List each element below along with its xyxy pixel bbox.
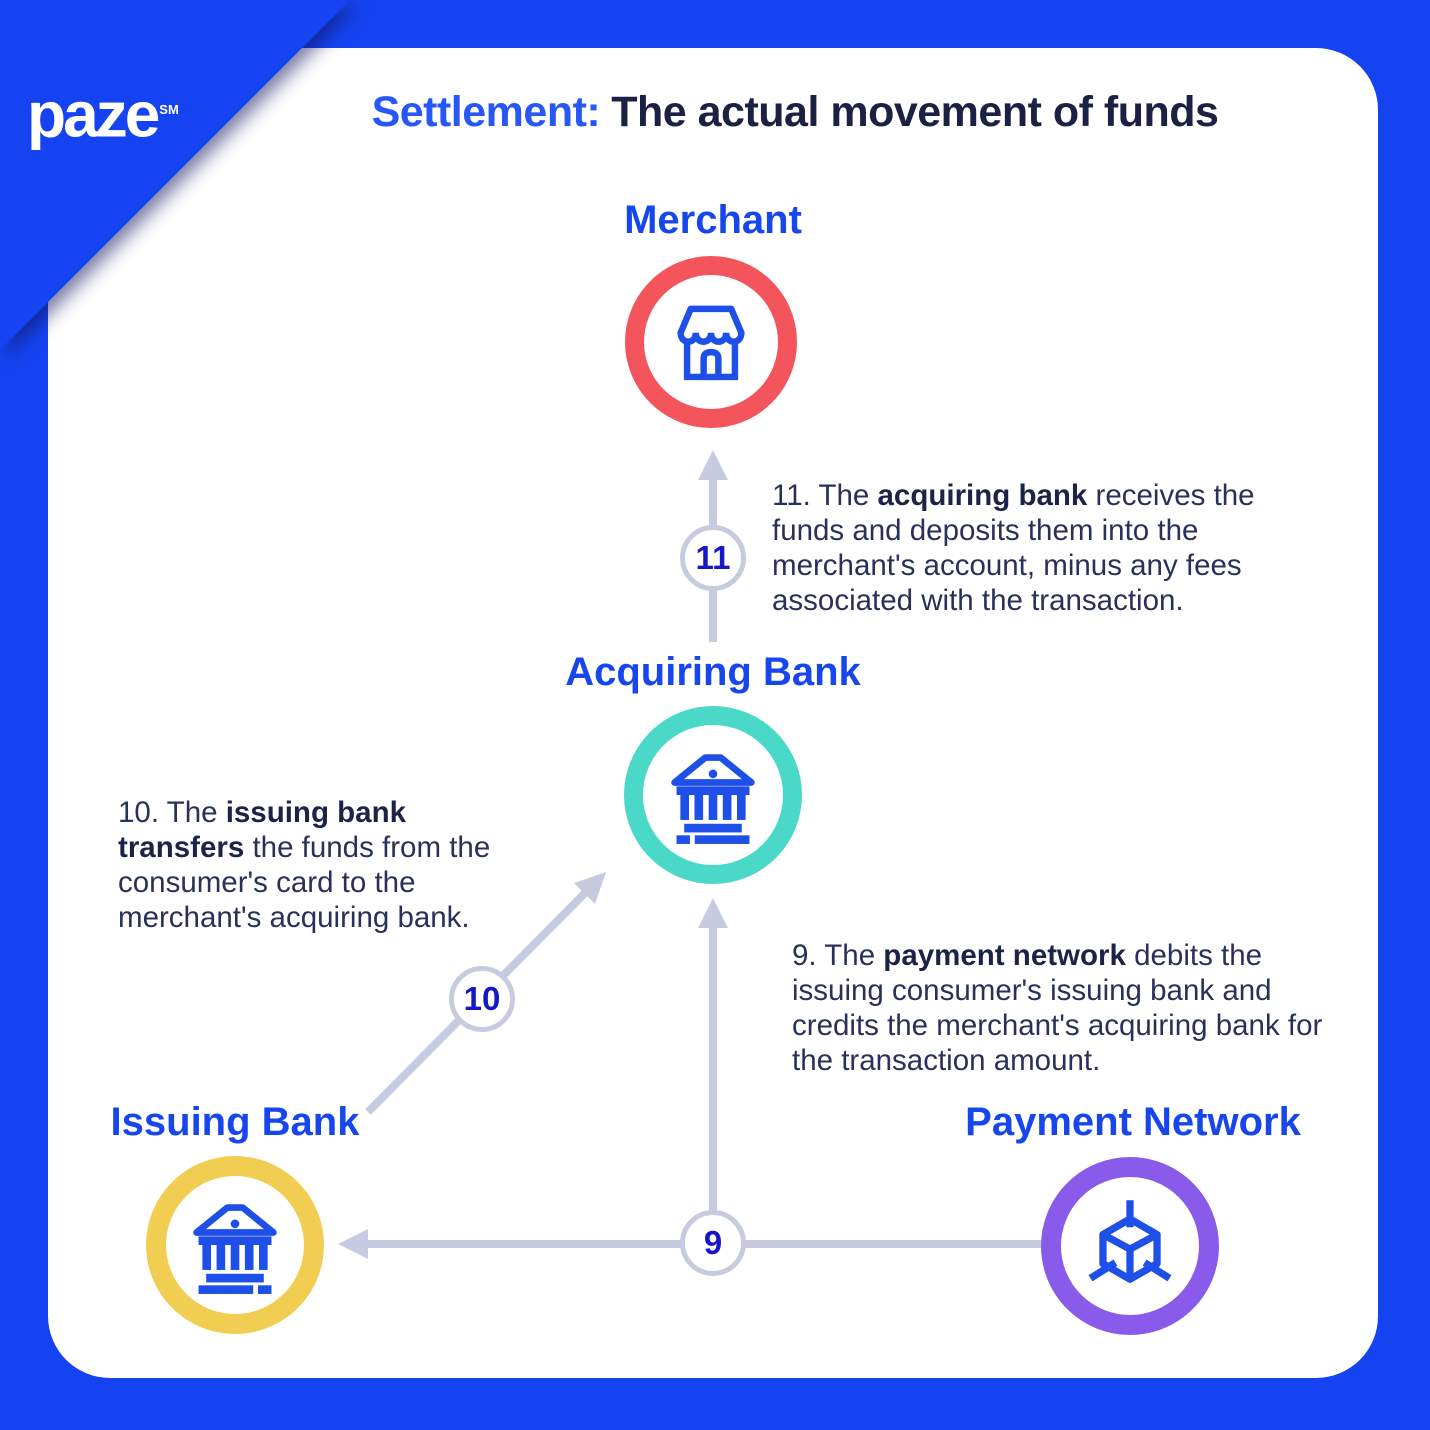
cube-icon [1088, 1200, 1172, 1283]
page-title: Settlement:The actual movement of funds [372, 88, 1219, 137]
bank-icon [193, 1204, 277, 1294]
corner-fold [0, 0, 350, 350]
title-highlight: Settlement: [371, 88, 601, 136]
step-9-badge: 9 [680, 1210, 746, 1276]
payment-network-node [1041, 1157, 1219, 1335]
step-10-number: 10 [463, 980, 501, 1017]
arrow-9-up-head [698, 898, 728, 928]
merchant-node [625, 256, 797, 428]
issuing-bank-node [146, 1156, 324, 1334]
title-rest: The actual movement of funds [611, 88, 1219, 136]
merchant-label: Merchant [624, 198, 802, 242]
logo-text: paze [27, 78, 160, 151]
bank-icon [671, 754, 755, 844]
arrow-11-head [698, 450, 728, 480]
acquiring-bank-node [624, 706, 802, 884]
step-11-badge: 11 [680, 525, 746, 591]
store-icon [677, 305, 745, 381]
step-11-text: 11. The acquiring bank receives the fund… [772, 479, 1255, 617]
arrow-9-left-head [338, 1229, 368, 1259]
payment-network-label: Payment Network [965, 1100, 1301, 1144]
step-9-text: 9. The payment network debits the issuin… [792, 939, 1323, 1077]
step-10-text: 10. The issuing bank transfers the funds… [118, 796, 491, 934]
acquiring-bank-label: Acquiring Bank [565, 650, 861, 694]
arrow-10-head [574, 872, 606, 904]
step-11-number: 11 [695, 539, 731, 576]
logo-service-mark: SM [159, 102, 179, 117]
step-9-number: 9 [703, 1224, 723, 1261]
issuing-bank-label: Issuing Bank [110, 1100, 360, 1144]
step-10-badge: 10 [449, 966, 515, 1032]
